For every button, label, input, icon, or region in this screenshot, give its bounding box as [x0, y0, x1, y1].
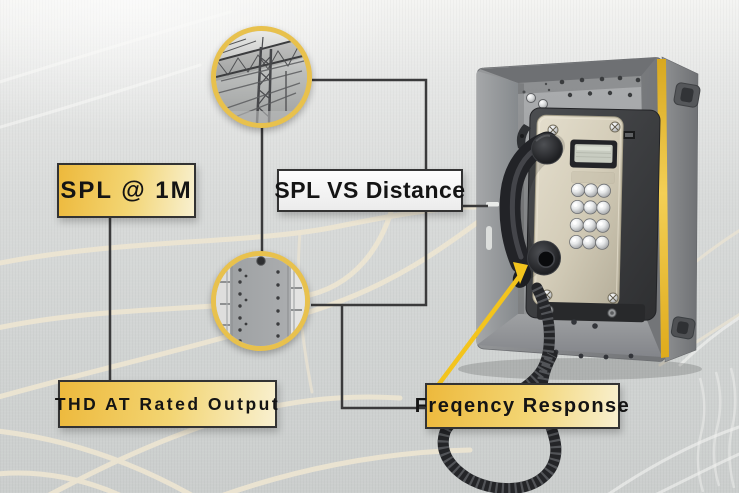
lattice-structure-inset — [211, 26, 312, 128]
handset — [499, 124, 565, 288]
earpiece — [531, 133, 563, 165]
bolted-panel-inset — [211, 251, 310, 351]
lcd-display — [569, 139, 618, 184]
frequency-response-text: Freqency Response — [414, 394, 631, 417]
hinge-top — [673, 82, 701, 108]
callout-pointer — [433, 262, 528, 391]
spl-vs-distance-text: SPL VS Distance — [274, 177, 466, 203]
frequency-response-label: Freqency Response — [415, 383, 629, 429]
spl-vs-distance-label: SPL VS Distance — [274, 169, 466, 212]
thd-at-rated-output-label: THD AT Rated Output — [54, 380, 281, 428]
panel-screws — [522, 90, 548, 109]
bolt-dots — [238, 268, 280, 343]
spl-at-1m-label: SPL @ 1M — [57, 163, 196, 218]
keypad — [569, 182, 612, 250]
vent-holes — [544, 75, 641, 98]
thd-text: THD AT Rated Output — [54, 393, 281, 414]
spl-at-1m-text: SPL @ 1M — [60, 176, 193, 204]
hinge-bottom — [670, 316, 696, 340]
